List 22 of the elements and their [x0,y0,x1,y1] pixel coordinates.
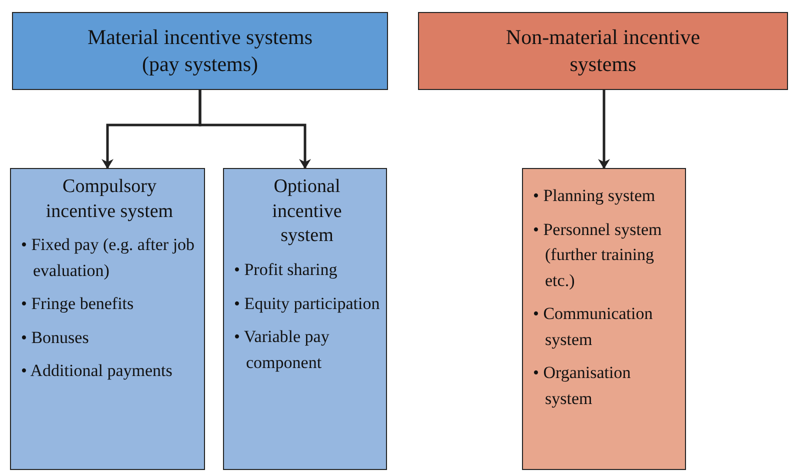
list-item: • Variable pay component [234,326,330,374]
box-title: Material incentive systems (pay systems) [86,24,314,78]
list-item: • Bonuses [21,326,90,349]
connector-arrow [598,90,610,169]
list-item: • Personnel system (further training etc.) [533,218,663,292]
list-item: • Profit sharing [234,259,338,282]
connector-arrow [198,90,311,169]
list-item: • Equity participation [234,292,380,315]
list-item: • Communication system [533,303,654,351]
list-item: • Additional payments [21,360,174,382]
category-box [418,12,788,90]
list-item: • Organisation system [533,362,632,410]
list-item: • Fringe benefits [21,293,135,316]
list-box [223,168,387,470]
list-box [522,168,686,470]
box-title: Non-material incentive systems [504,24,702,78]
list-item: • Planning system [533,185,656,207]
category-box [12,12,388,90]
box-heading: Compulsory incentive system [44,175,174,224]
list-box [10,168,205,470]
box-heading: Optional incentive system [271,175,343,248]
list-item: • Fixed pay (e.g. after job evaluation) [21,234,196,282]
